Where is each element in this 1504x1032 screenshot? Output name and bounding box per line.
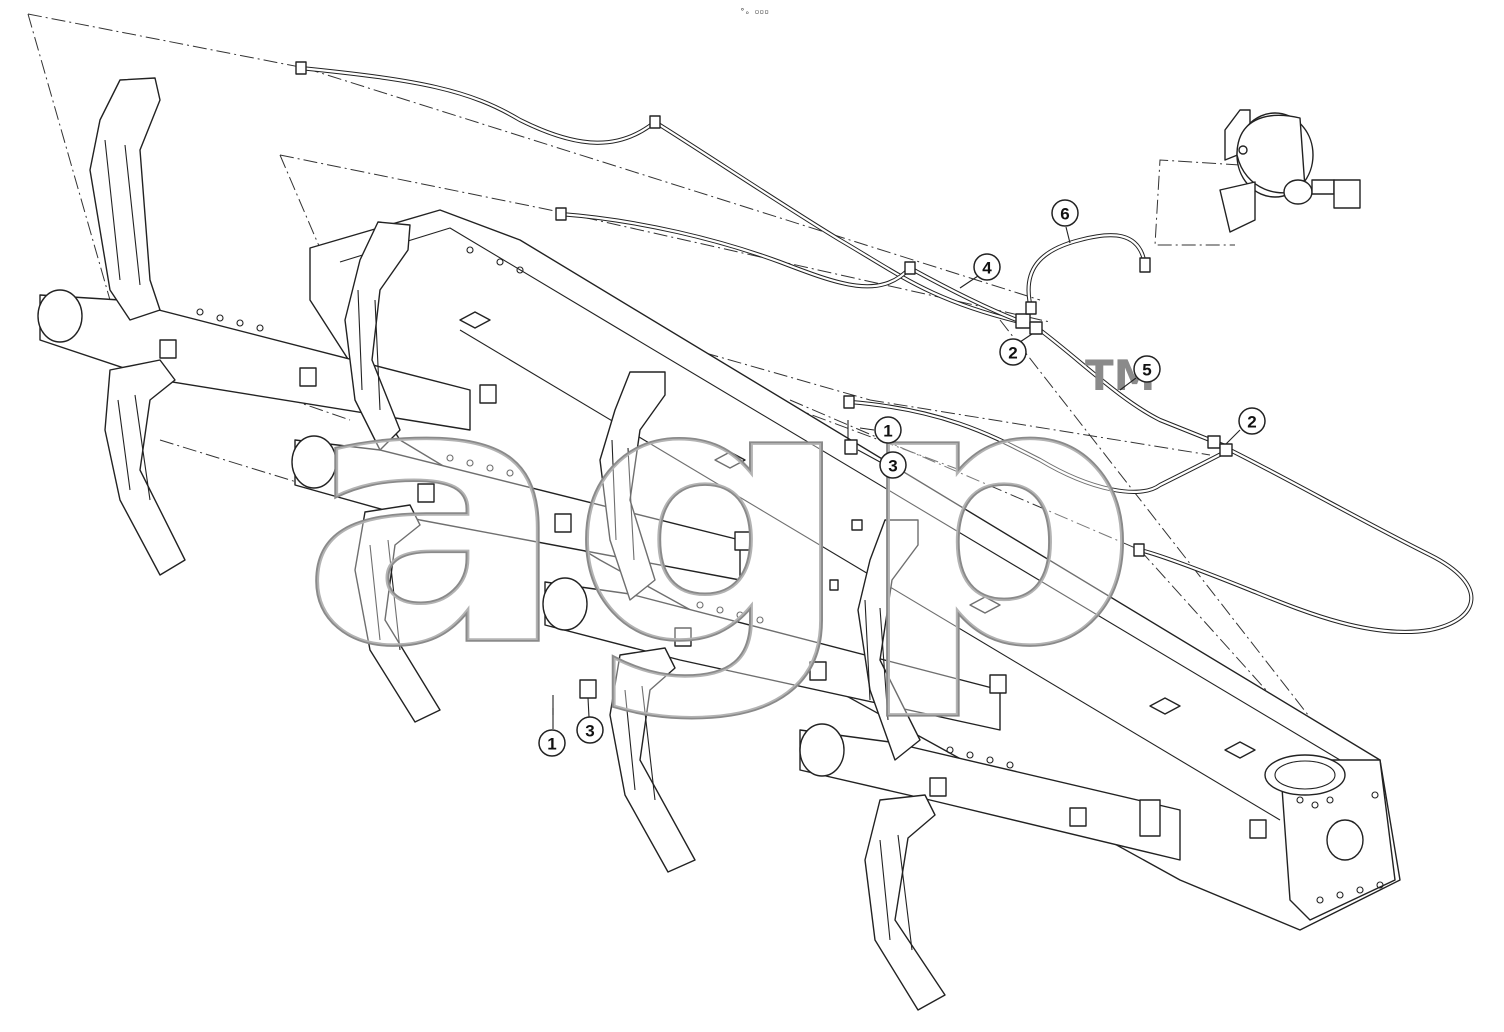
- svg-text:1: 1: [547, 735, 556, 754]
- svg-text:6: 6: [1060, 205, 1069, 224]
- hydraulic-hoses: [295, 61, 1474, 635]
- callout-4: 4: [959, 253, 1001, 289]
- callout-2-left: 2: [999, 333, 1033, 366]
- svg-text:4: 4: [982, 259, 992, 278]
- header-mark: °ₒ ▫▫▫: [740, 7, 769, 16]
- callouts: 1 1 2 2 3 3: [538, 199, 1266, 757]
- svg-text:3: 3: [888, 457, 897, 476]
- callout-6: 6: [1051, 199, 1079, 244]
- svg-text:2: 2: [1247, 413, 1256, 432]
- callout-1-lower: 1: [538, 725, 566, 757]
- clamps: [159, 311, 1267, 839]
- callout-2-right: 2: [1225, 407, 1266, 445]
- hydraulic-accumulator: [1219, 109, 1361, 233]
- mounting-plate: [1264, 754, 1396, 921]
- ripper-shanks: [89, 77, 946, 1011]
- callout-5: 5: [1119, 355, 1161, 391]
- svg-text:2: 2: [1008, 344, 1017, 363]
- callout-3-upper: 3: [857, 449, 907, 479]
- callout-1-upper: 1: [859, 416, 902, 444]
- callout-3-lower: 3: [576, 697, 604, 744]
- svg-text:3: 3: [585, 722, 594, 741]
- watermark: agp TM: [298, 304, 1155, 727]
- svg-text:1: 1: [883, 422, 892, 441]
- watermark-text: agp: [300, 306, 1140, 725]
- svg-text:5: 5: [1142, 361, 1151, 380]
